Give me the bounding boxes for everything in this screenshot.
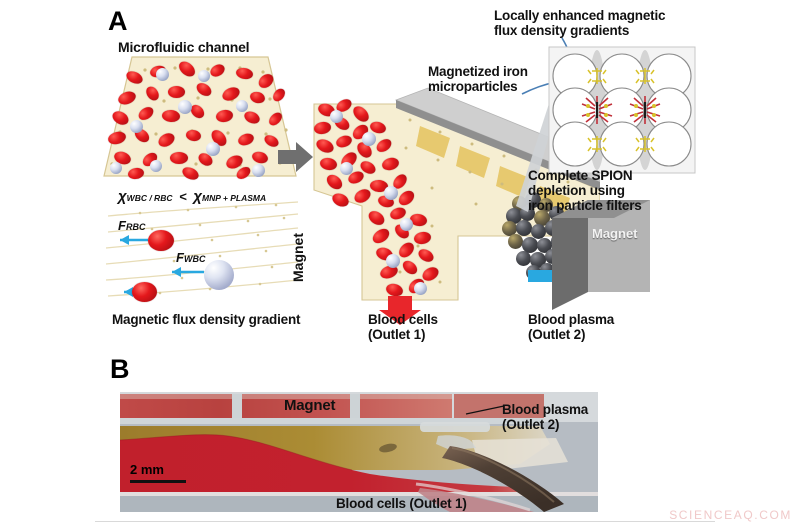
spion-line2: depletion using bbox=[528, 183, 625, 199]
panel-a: A Microfluidic channel bbox=[103, 6, 696, 342]
blood-cells-outlet-arrow-icon bbox=[379, 296, 421, 325]
locally-enhanced-line1: Locally enhanced magnetic bbox=[494, 8, 666, 23]
microfluidic-channel-label: Microfluidic channel bbox=[118, 39, 250, 55]
force-rbc-sub: RBC bbox=[125, 222, 146, 232]
photograph-content bbox=[120, 392, 598, 512]
flow-transition-arrow-icon bbox=[278, 142, 313, 172]
panel-b: B bbox=[0, 352, 800, 530]
magnet-block-label: Magnet bbox=[592, 226, 638, 241]
panel-b-magnet-label: Magnet bbox=[284, 397, 336, 414]
scale-bar-text: 2 mm bbox=[130, 462, 164, 477]
spion-line1: Complete SPION bbox=[528, 168, 633, 183]
panel-b-plasma-line2: (Outlet 2) bbox=[502, 417, 560, 433]
force-wbc-sub: WBC bbox=[183, 254, 206, 264]
magnetized-iron-line1: Magnetized iron bbox=[428, 64, 528, 79]
spion-line3: iron particle filters bbox=[528, 198, 642, 214]
blood-plasma-line1: Blood plasma bbox=[528, 312, 615, 327]
chi-sub-right: MNP + PLASMA bbox=[202, 193, 267, 203]
blood-cells-line2: (Outlet 1) bbox=[368, 327, 426, 343]
susceptibility-relation: χWBC / RBC < χMNP + PLASMA bbox=[118, 188, 266, 205]
panel-b-blood-cells-label: Blood cells (Outlet 1) bbox=[336, 496, 467, 511]
chi-operator: < bbox=[179, 189, 187, 204]
blood-plasma-line2: (Outlet 2) bbox=[528, 327, 586, 343]
flux-gradient-diagram bbox=[105, 201, 299, 297]
locally-enhanced-line2: flux density gradients bbox=[494, 23, 630, 39]
panel-b-plasma-line1: Blood plasma bbox=[502, 402, 589, 417]
figure-bottom-divider bbox=[95, 521, 715, 522]
force-rbc-symbol: F bbox=[118, 218, 126, 233]
panel-b-letter: B bbox=[110, 354, 130, 384]
blood-cells-line1: Blood cells bbox=[368, 312, 438, 327]
magnetized-iron-line2: microparticles bbox=[428, 79, 518, 95]
watermark: SCIENCEAQ.COM bbox=[669, 508, 792, 522]
spion-depletion-label: Complete SPION depletion using iron part… bbox=[528, 168, 642, 213]
panel-b-blood-plasma-label: Blood plasma (Outlet 2) bbox=[502, 402, 588, 432]
locally-enhanced-gradients-label: Locally enhanced magnetic flux density g… bbox=[494, 8, 666, 39]
scale-bar bbox=[130, 480, 186, 483]
rbc-force-cell-2 bbox=[132, 282, 157, 302]
iron-particle-filter-inset bbox=[548, 46, 696, 174]
chi-symbol-right: χ bbox=[193, 188, 202, 205]
blood-plasma-outlet-label: Blood plasma (Outlet 2) bbox=[528, 312, 614, 342]
magnetized-iron-label: Magnetized iron microparticles bbox=[428, 64, 528, 94]
flux-gradient-label: Magnetic flux density gradient bbox=[112, 312, 301, 327]
panel-a-letter: A bbox=[108, 6, 128, 36]
force-wbc-label: FWBC bbox=[176, 250, 205, 265]
chi-symbol-left: χ bbox=[118, 188, 127, 205]
magnet-block-shape bbox=[552, 200, 650, 310]
force-rbc-label: FRBC bbox=[118, 218, 145, 233]
chi-sub-left: WBC / RBC bbox=[126, 193, 173, 203]
panel-b-photograph bbox=[120, 392, 598, 512]
blood-cells-outlet-label: Blood cells (Outlet 1) bbox=[368, 312, 438, 342]
wbc-force-cell bbox=[204, 260, 234, 290]
force-wbc-symbol: F bbox=[176, 250, 184, 265]
panel-b-leader-line bbox=[465, 405, 505, 415]
rbc-force-cell-1 bbox=[148, 230, 174, 251]
